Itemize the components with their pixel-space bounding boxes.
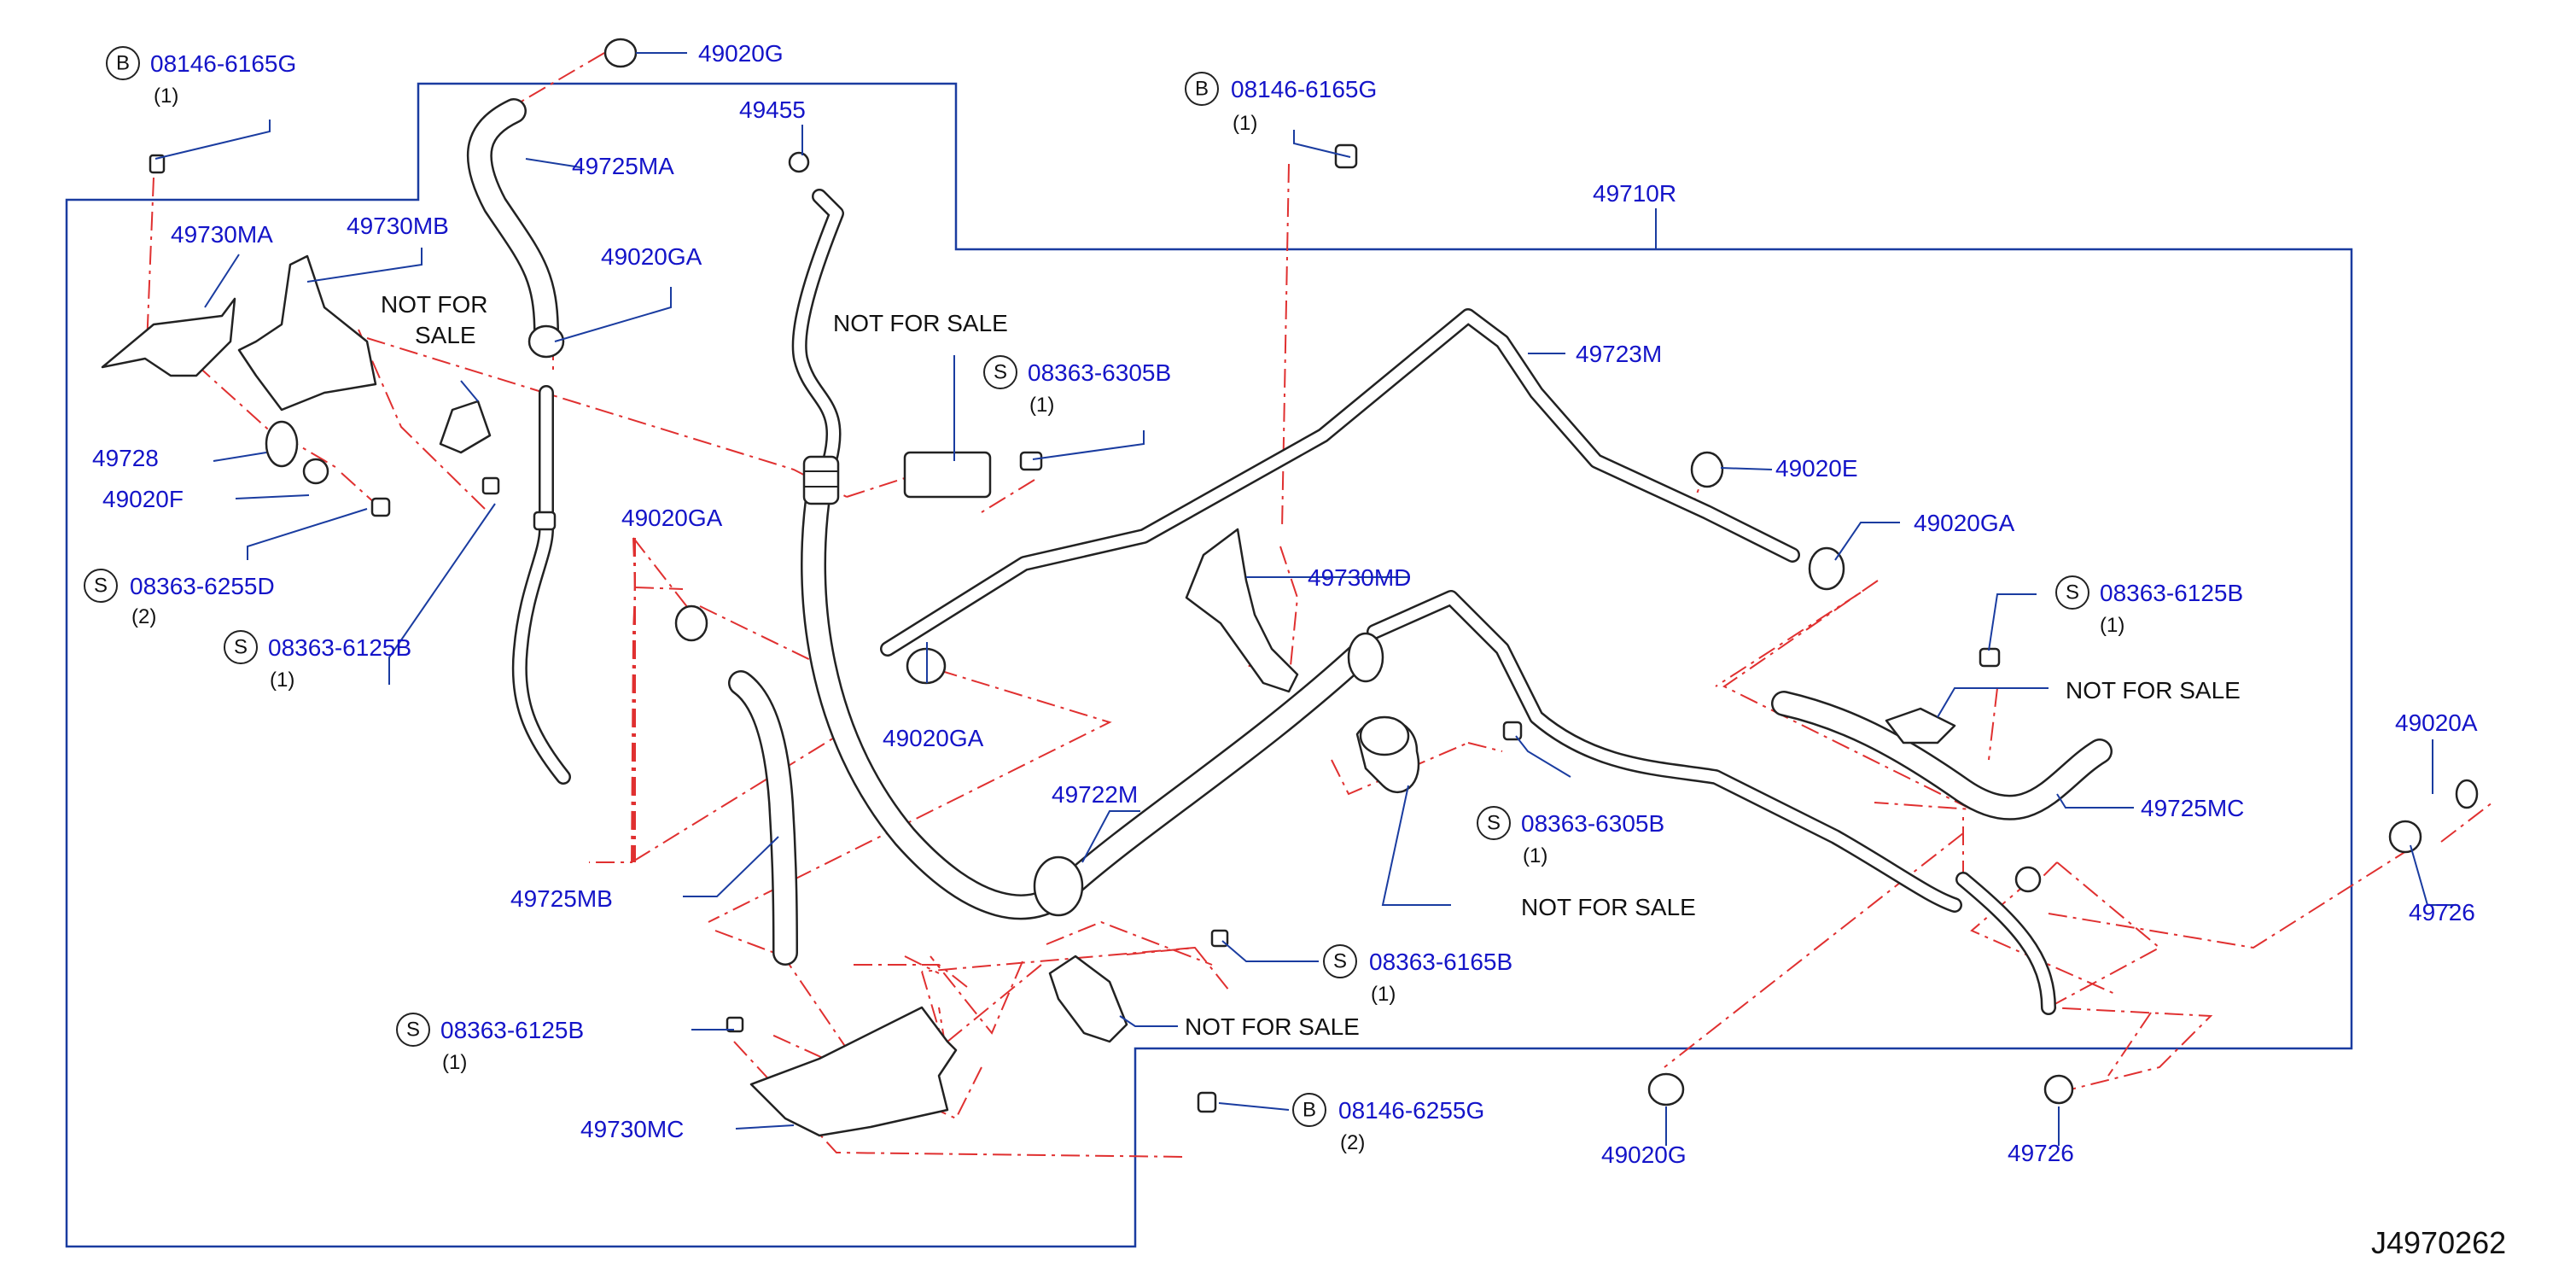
callout-letters: B B S S S S S S S B <box>94 52 2079 1122</box>
label-s-08363-6305b-1: 08363-6305B <box>1028 359 1171 386</box>
label-49723m: 49723M <box>1576 341 1662 367</box>
assembly-frame <box>65 82 2353 1248</box>
diagram-code: J4970262 <box>2371 1225 2506 1260</box>
qty-b-mid: (1) <box>1233 112 1257 135</box>
label-b-08146-6165g-left: 08146-6165G <box>150 50 296 77</box>
label-49730mb: 49730MB <box>347 213 449 239</box>
label-49726-bot: 49726 <box>2008 1140 2074 1166</box>
tube-lower-left <box>511 385 571 785</box>
label-49020ga-bot: 49020GA <box>883 725 984 751</box>
label-nfs-4: NOT FOR SALE <box>1521 894 1696 920</box>
label-49728: 49728 <box>92 445 159 471</box>
label-nfs-3: NOT FOR SALE <box>2066 677 2241 704</box>
label-49020ga-mid: 49020GA <box>621 505 723 531</box>
label-49020ga-right: 49020GA <box>1914 510 2015 536</box>
callout-letter-s-6305b-1: S <box>994 361 1007 384</box>
label-49020f: 49020F <box>102 486 184 512</box>
qty-s6305b-1: (1) <box>1029 394 1054 417</box>
callout-letter-b-mid: B <box>1195 78 1209 101</box>
callout-letter-s-6305b-2: S <box>1487 812 1501 835</box>
label-b-08146-6255g: 08146-6255G <box>1338 1097 1484 1124</box>
label-49725mc: 49725MC <box>2141 795 2244 821</box>
hose-49722m <box>791 189 1962 920</box>
tube-right-lower <box>1955 872 2056 1015</box>
label-49455: 49455 <box>739 96 806 123</box>
label-b-08146-6165g-mid: 08146-6165G <box>1231 76 1377 102</box>
label-49730mc: 49730MC <box>580 1116 684 1142</box>
label-49726-right: 49726 <box>2409 899 2475 925</box>
label-nfs-2: NOT FOR SALE <box>833 310 1008 336</box>
label-s-08363-6165b: 08363-6165B <box>1369 949 1512 975</box>
bracket-49730mc-shape <box>749 1006 958 1137</box>
callout-letter-s-6255d: S <box>94 575 108 598</box>
label-49020ga-1: 49020GA <box>601 243 702 270</box>
callout-letter-s-6125b-bot: S <box>406 1019 420 1042</box>
callout-letter-b-left: B <box>116 52 130 75</box>
qty-s6125b-bot: (1) <box>442 1051 467 1074</box>
qty-s6255d: (2) <box>131 605 156 628</box>
part-labels: 08146-6165G (1) 49020G 49725MA 49455 081… <box>92 40 2506 1260</box>
label-49725mb: 49725MB <box>510 885 613 912</box>
qty-b6255g: (2) <box>1340 1131 1365 1154</box>
tube-49723m <box>880 308 1800 657</box>
hose-49725mb <box>728 670 798 966</box>
label-s-08363-6255d: 08363-6255D <box>130 573 275 599</box>
label-49730ma: 49730MA <box>171 221 273 248</box>
label-s-08363-6305b-2: 08363-6305B <box>1521 810 1664 837</box>
bracket-49730ma-shape <box>101 297 236 377</box>
label-49020e: 49020E <box>1775 455 1858 482</box>
label-49020a: 49020A <box>2395 709 2478 736</box>
callout-letter-s-6125b-left: S <box>234 636 248 659</box>
hose-49725ma <box>466 98 559 346</box>
clip-nfs-left <box>439 400 492 454</box>
bracket-49730md-shape <box>1185 528 1299 693</box>
callout-circles <box>84 46 2089 1127</box>
label-s-08363-6125b-bot: 08363-6125B <box>440 1017 584 1043</box>
label-49020g-bot: 49020G <box>1601 1141 1687 1168</box>
qty-b-left: (1) <box>154 85 178 108</box>
label-nfs-5: NOT FOR SALE <box>1185 1013 1360 1040</box>
qty-s6125b-right: (1) <box>2100 614 2124 637</box>
qty-s6305b-2: (1) <box>1523 844 1547 867</box>
leader-lines <box>154 52 2457 1146</box>
bracket-49730mb-shape <box>237 254 377 412</box>
callout-letter-s-6165b: S <box>1333 950 1347 973</box>
label-49725ma: 49725MA <box>572 153 674 179</box>
bracket-nfs-upper <box>903 451 992 499</box>
label-49710r: 49710R <box>1593 180 1676 207</box>
label-49722m: 49722M <box>1052 781 1138 808</box>
label-nfs-1-line2: SALE <box>415 322 476 348</box>
hose-collars <box>533 455 1384 917</box>
clamp-nfs-lower <box>1048 955 1128 1043</box>
label-nfs-1-line1: NOT FOR <box>381 291 487 318</box>
label-49020g-top: 49020G <box>698 40 784 67</box>
qty-s6125b-left: (1) <box>270 669 294 692</box>
hose-49725mc <box>1771 691 2113 820</box>
callout-letter-b-6255g: B <box>1303 1099 1316 1122</box>
small-hardware <box>149 38 2479 1113</box>
label-s-08363-6125b-right: 08363-6125B <box>2100 580 2243 606</box>
label-s-08363-6125b-left: 08363-6125B <box>268 634 411 661</box>
label-49730md: 49730MD <box>1308 564 1411 591</box>
callout-letter-s-6125b-right: S <box>2066 581 2079 604</box>
qty-s6165b: (1) <box>1371 983 1396 1006</box>
